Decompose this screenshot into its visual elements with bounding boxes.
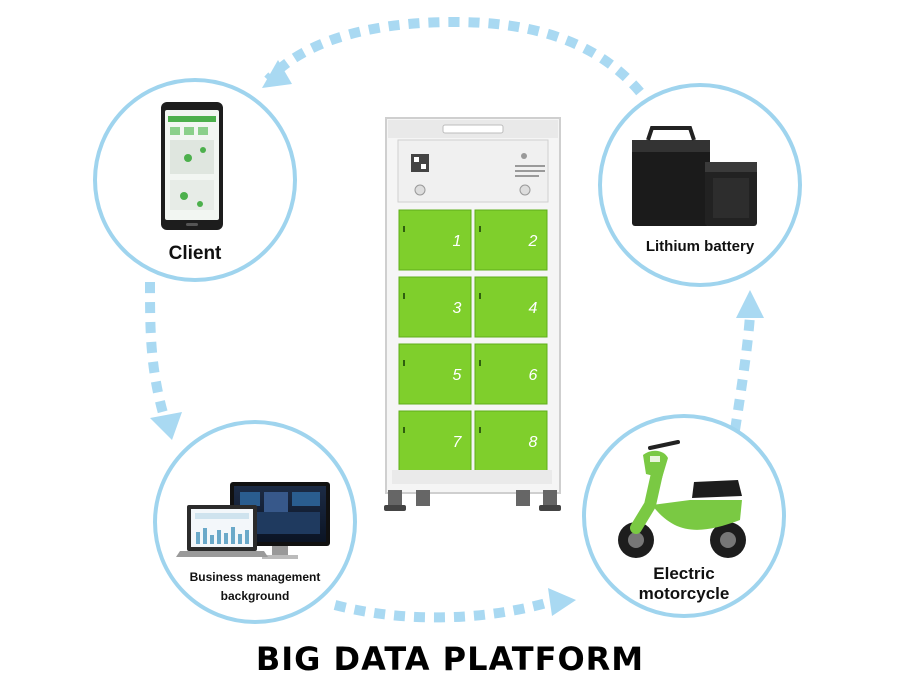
battery-pack-icon bbox=[632, 126, 757, 226]
compartment-latch bbox=[403, 293, 405, 299]
motorcycle-label-line2: motorcycle bbox=[638, 584, 730, 603]
compartment-latch bbox=[479, 427, 481, 433]
compartment-number: 1 bbox=[453, 233, 462, 250]
qr-code-icon bbox=[411, 154, 429, 172]
motorcycle-icon bbox=[618, 440, 746, 558]
compartment-number: 6 bbox=[529, 367, 538, 384]
platform-title: BIG DATA PLATFORM bbox=[255, 640, 645, 678]
compartment-door bbox=[398, 276, 472, 338]
arrow-top bbox=[264, 16, 644, 96]
compartment-latch bbox=[479, 360, 481, 366]
cabinet-feet bbox=[384, 490, 561, 511]
compartment-number: 3 bbox=[453, 300, 462, 317]
compartment-door bbox=[474, 209, 548, 271]
arrow-bottom bbox=[333, 597, 552, 623]
compartment-number: 2 bbox=[528, 233, 538, 250]
arrow-right bbox=[730, 314, 755, 431]
cycle-arrows bbox=[145, 16, 764, 623]
arrow-bottom-head bbox=[548, 588, 576, 616]
computer-icon bbox=[176, 482, 330, 559]
client-label: Client bbox=[168, 243, 222, 264]
compartment-door bbox=[474, 410, 548, 472]
arrow-left-head bbox=[150, 412, 182, 440]
compartment-door bbox=[398, 410, 472, 472]
compartment-grid: 1 2 3 4 5 6 7 8 bbox=[398, 209, 548, 472]
phone-icon bbox=[161, 102, 223, 230]
compartment-door bbox=[474, 276, 548, 338]
compartment-number: 5 bbox=[453, 367, 462, 384]
compartment-latch bbox=[403, 226, 405, 232]
compartment-door bbox=[398, 343, 472, 405]
compartment-number: 7 bbox=[453, 434, 463, 451]
compartment-door bbox=[474, 343, 548, 405]
compartment-door bbox=[398, 209, 472, 271]
business-label-line2: background bbox=[220, 589, 290, 603]
compartment-number: 4 bbox=[529, 300, 538, 317]
arrow-left bbox=[145, 281, 170, 422]
compartment-latch bbox=[479, 226, 481, 232]
battery-label: Lithium battery bbox=[645, 238, 755, 255]
compartment-latch bbox=[403, 360, 405, 366]
compartment-latch bbox=[403, 427, 405, 433]
motorcycle-label-line1: Electric bbox=[653, 564, 715, 583]
arrow-right-head bbox=[736, 290, 764, 318]
arrow-top-head bbox=[262, 60, 292, 88]
business-label-line1: Business management bbox=[189, 570, 321, 584]
compartment-latch bbox=[479, 293, 481, 299]
compartment-number: 8 bbox=[529, 434, 538, 451]
battery-swap-cabinet: 1 2 3 4 5 6 7 8 bbox=[384, 117, 561, 511]
